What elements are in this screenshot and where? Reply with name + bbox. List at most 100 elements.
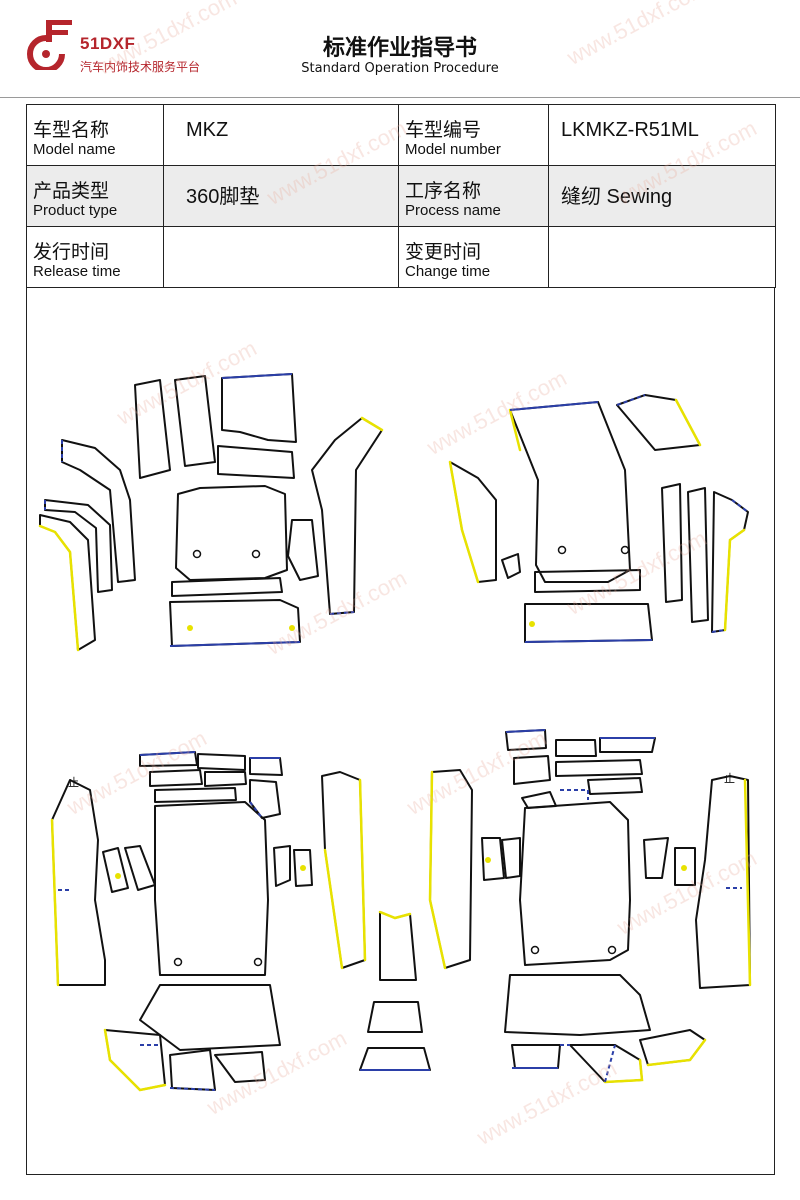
process-name-label-cn: 工序名称 <box>405 180 482 202</box>
info-row-model: 车型名称 Model name MKZ 车型编号 Model number LK… <box>26 104 776 166</box>
pattern-piece <box>204 771 247 787</box>
pattern-piece <box>139 984 281 1051</box>
pattern-piece <box>509 401 631 583</box>
product-type-label-cn: 产品类型 <box>33 180 110 202</box>
pattern-piece <box>379 911 417 981</box>
pattern-piece <box>197 753 246 771</box>
info-table: 车型名称 Model name MKZ 车型编号 Model number LK… <box>26 104 776 288</box>
change-time-label-en: Change time <box>405 263 491 280</box>
process-name-label-en: Process name <box>405 202 501 219</box>
pattern-piece <box>534 569 641 593</box>
pattern-piece <box>519 801 631 966</box>
process-name-value: 缝纫 Sewing <box>561 186 673 208</box>
pattern-piece <box>171 577 283 597</box>
pattern-piece <box>513 755 551 785</box>
pattern-piece <box>174 375 216 467</box>
pattern-piece <box>154 801 269 976</box>
model-number-value: LKMKZ-R51ML <box>561 119 699 141</box>
change-time-value-cell <box>548 226 776 288</box>
pattern-piece <box>674 847 696 886</box>
pattern-piece <box>569 1044 643 1083</box>
pattern-piece <box>367 1001 423 1033</box>
pattern-piece <box>273 845 291 887</box>
pattern-piece <box>61 439 136 583</box>
yellow-dot-markers <box>115 621 687 879</box>
pattern-piece <box>249 757 283 776</box>
page-title: 标准作业指导书 <box>322 36 477 61</box>
blue-edges <box>139 373 655 1071</box>
pattern-piece <box>501 553 521 579</box>
pattern-piece <box>504 974 651 1036</box>
stop-mark-label: 止 <box>724 772 735 785</box>
pattern-piece <box>149 769 203 787</box>
header-divider <box>0 97 800 98</box>
pattern-piece <box>481 837 505 881</box>
product-type-label-cell: 产品类型 Product type <box>26 165 164 227</box>
pattern-piece <box>555 759 643 777</box>
brand-slogan: 汽车内饰技术服务平台 <box>80 60 201 74</box>
model-number-label-cn: 车型编号 <box>405 119 482 141</box>
brand-name: 51DXF <box>80 34 136 53</box>
pattern-piece <box>102 847 129 893</box>
model-name-label-cn: 车型名称 <box>33 119 110 141</box>
release-time-value-cell <box>163 226 399 288</box>
pattern-piece <box>154 787 237 803</box>
pattern-piece <box>501 837 521 879</box>
model-name-value: MKZ <box>186 119 229 141</box>
pattern-piece <box>587 777 643 795</box>
yellow-sewing-edges <box>38 398 752 1092</box>
pattern-piece <box>221 373 297 443</box>
model-name-label-en: Model name <box>33 141 116 158</box>
hole-markers <box>173 545 630 967</box>
pattern-piece <box>695 775 751 989</box>
pattern-piece <box>134 379 171 479</box>
product-type-value: 360脚垫 <box>186 186 260 208</box>
change-time-label-cell: 变更时间 Change time <box>398 226 549 288</box>
pattern-piece <box>359 1047 431 1071</box>
process-name-label-cell: 工序名称 Process name <box>398 165 549 227</box>
dashed-edges <box>44 394 749 1091</box>
pattern-piece <box>169 1049 216 1091</box>
pattern-piece <box>505 729 547 751</box>
page-subtitle: Standard Operation Procedure <box>301 61 499 76</box>
pattern-piece <box>511 1044 561 1069</box>
model-name-value-cell: MKZ <box>163 104 399 166</box>
pattern-piece <box>44 499 113 593</box>
pattern-piece <box>51 779 106 986</box>
logo <box>27 20 72 70</box>
pattern-piece <box>311 417 383 615</box>
info-row-time: 发行时间 Release time 变更时间 Change time <box>26 226 776 288</box>
pattern-piece <box>214 1051 266 1083</box>
header: 51DXF 汽车内饰技术服务平台 标准作业指导书 Standard Operat… <box>0 0 800 100</box>
stop-marks: 止 止 <box>68 772 735 789</box>
pattern-drawing-frame <box>26 288 775 1175</box>
pattern-piece <box>661 483 683 603</box>
pattern-piece <box>643 837 669 879</box>
model-number-label-cell: 车型编号 Model number <box>398 104 549 166</box>
stop-mark-label: 止 <box>68 776 79 789</box>
pattern-piece <box>687 487 709 623</box>
pattern-piece <box>175 485 288 581</box>
pattern-piece <box>169 599 301 647</box>
pattern-piece <box>293 849 313 887</box>
pattern-piece <box>287 519 319 581</box>
process-name-value-cell: 缝纫 Sewing <box>548 165 776 227</box>
release-time-label-cn: 发行时间 <box>33 241 110 263</box>
pattern-piece <box>39 514 96 651</box>
release-time-label-en: Release time <box>33 263 121 280</box>
model-number-label-en: Model number <box>405 141 501 158</box>
product-type-value-cell: 360脚垫 <box>163 165 399 227</box>
pattern-piece <box>524 603 653 643</box>
release-time-label-cell: 发行时间 Release time <box>26 226 164 288</box>
product-type-label-en: Product type <box>33 202 118 219</box>
pattern-piece <box>249 779 281 819</box>
pattern-piece <box>639 1029 706 1066</box>
model-number-value-cell: LKMKZ-R51ML <box>548 104 776 166</box>
pattern-piece <box>555 739 597 757</box>
pattern-piece <box>104 1029 166 1091</box>
change-time-label-cn: 变更时间 <box>405 241 482 263</box>
pattern-piece <box>217 445 295 479</box>
pattern-piece <box>599 737 656 753</box>
info-row-product: 产品类型 Product type 360脚垫 工序名称 Process nam… <box>26 165 776 227</box>
